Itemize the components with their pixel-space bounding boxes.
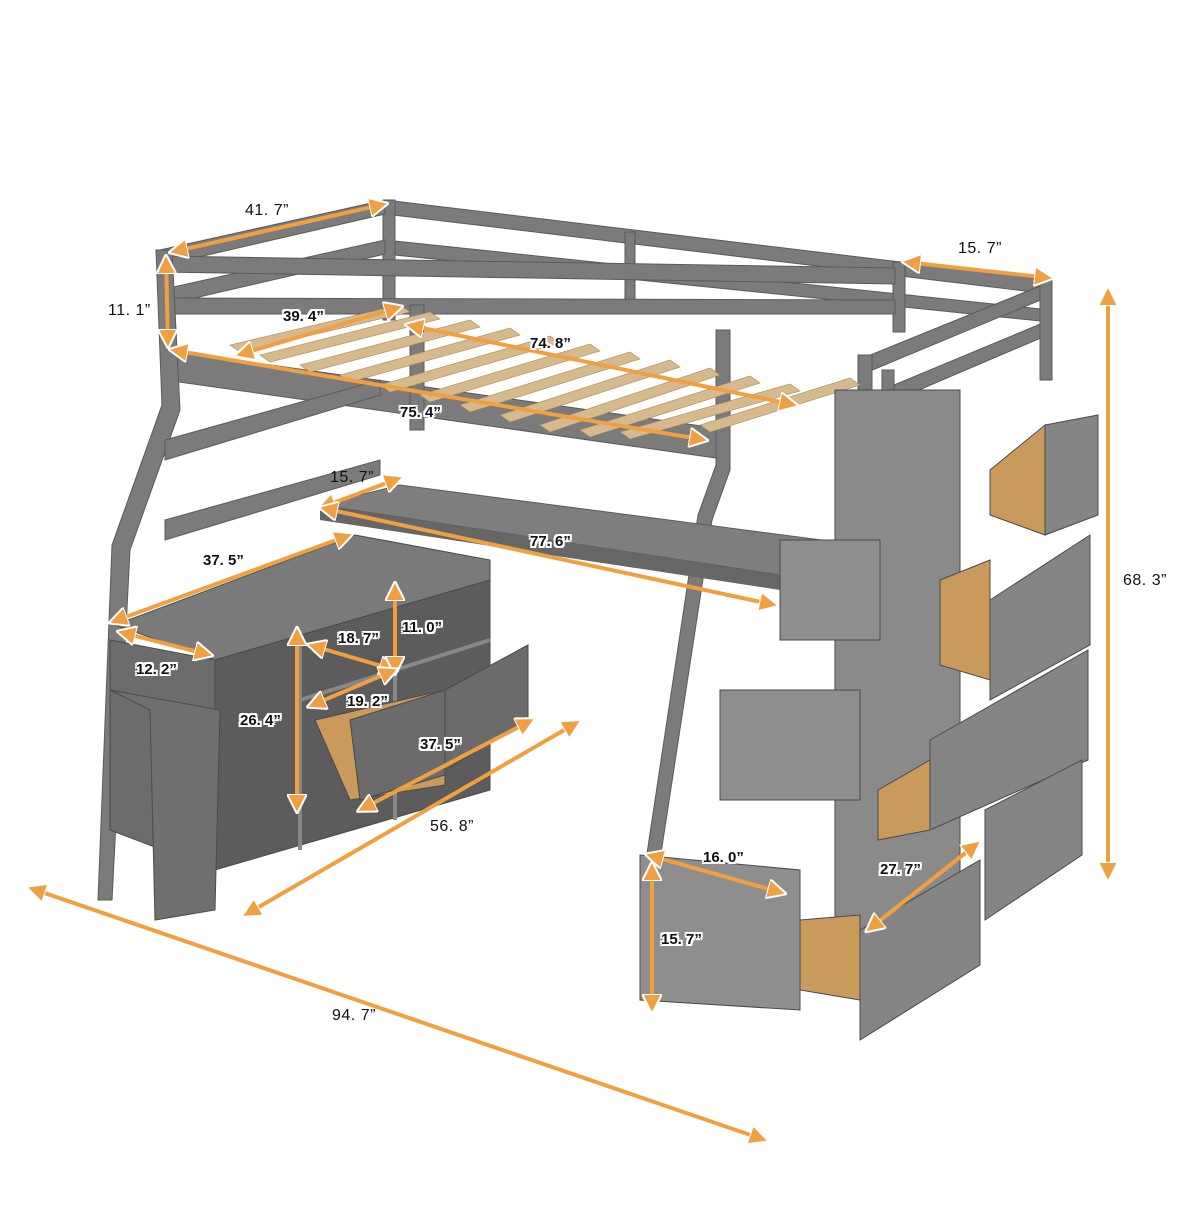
dim-overall-width: 56. 8” xyxy=(430,818,474,835)
dim-cabinet-depth: 12. 2” xyxy=(136,661,177,678)
dim-desk-length: 77. 6” xyxy=(530,533,571,550)
dim-cubby-width: 18. 7” xyxy=(338,630,379,647)
dim-guardrail-height: 11. 1” xyxy=(108,302,151,319)
dim-stair-drawer-depth: 27. 7” xyxy=(880,861,921,878)
dim-mattress-length: 74. 8” xyxy=(530,335,571,352)
dim-drawer-span: 37. 5” xyxy=(420,736,461,753)
dimension-arrows xyxy=(30,204,1108,1140)
dim-mattress-width: 39. 4” xyxy=(283,308,324,325)
dim-overall-length: 94. 7” xyxy=(332,1007,376,1024)
dim-cabinet-top-length: 37. 5” xyxy=(203,552,244,569)
dim-desk-depth: 15. 7” xyxy=(330,469,374,486)
dim-cabinet-height: 26. 4” xyxy=(240,712,281,729)
dim-bed-frame-length: 75. 4” xyxy=(400,404,441,421)
dim-stair-step-height: 15. 7” xyxy=(661,931,702,948)
dim-guardrail-width: 41. 7” xyxy=(245,202,289,219)
dim-cubby-height: 11. 0” xyxy=(402,619,443,636)
dim-stair-guardrail-width: 15. 7” xyxy=(958,240,1002,257)
storage-cabinet xyxy=(109,534,529,921)
dim-cubby-depth: 19. 2” xyxy=(347,693,388,710)
dim-total-height: 68. 3” xyxy=(1123,572,1167,589)
dim-stair-step-width: 16. 0” xyxy=(703,849,744,866)
